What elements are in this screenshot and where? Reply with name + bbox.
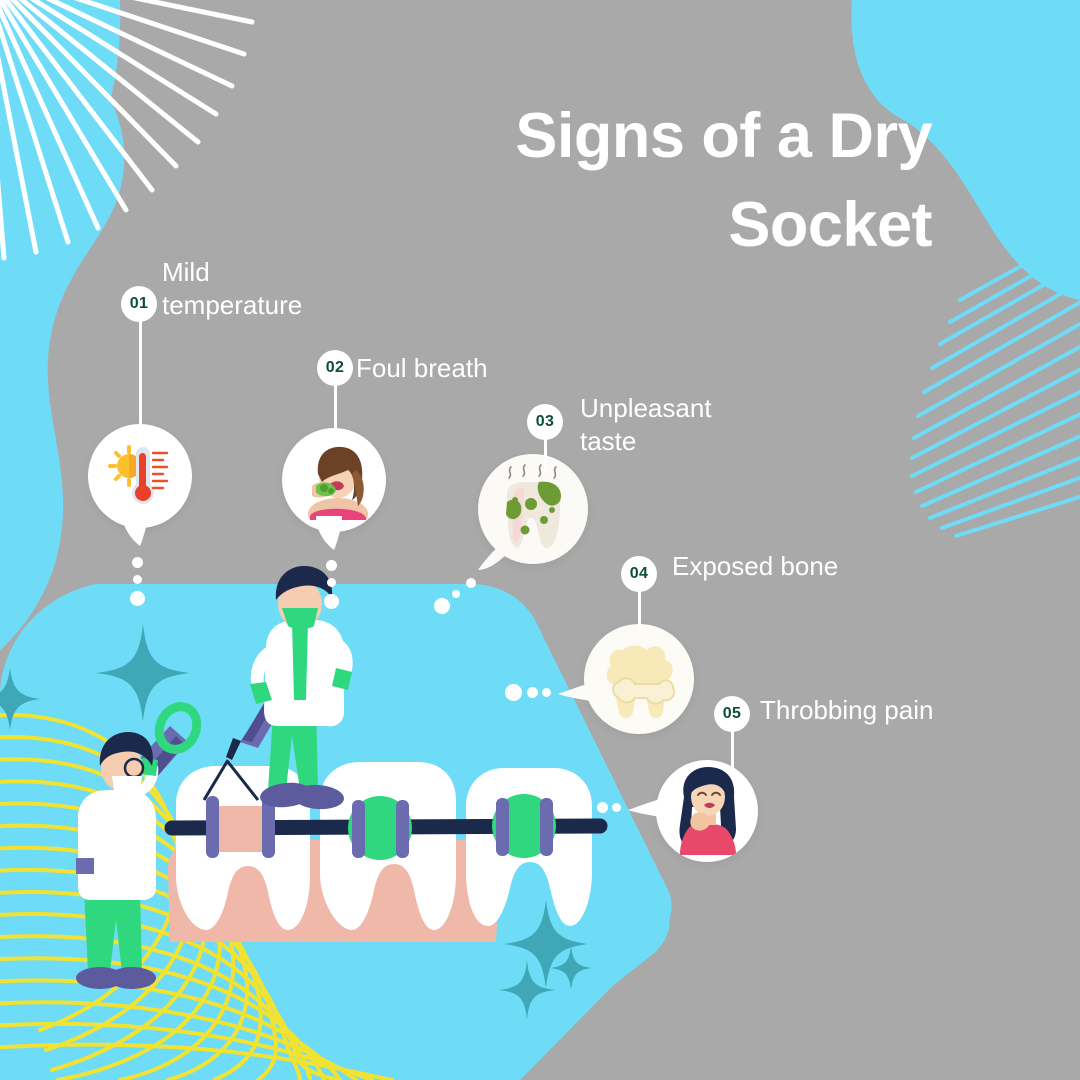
callout-tail-03 [478, 538, 512, 570]
callout-label-05: Throbbing pain [760, 695, 934, 725]
sparkle-icon-left [0, 668, 40, 730]
woman-hand-on-cheek [690, 812, 710, 831]
callout-label-04: Exposed bone [672, 551, 839, 581]
dentist-b-legs [84, 890, 142, 972]
dentist-b-hair [99, 732, 153, 766]
pliers-loop [154, 702, 202, 754]
sparkle-icon-medium [504, 900, 588, 988]
callout-dot-03-c [434, 598, 450, 614]
dentist-mask [282, 608, 318, 629]
callout-dot-04-c [505, 684, 522, 701]
callout-stem-02 [334, 382, 337, 434]
page-title: Signs of a Dry Socket [312, 92, 932, 271]
bracket-3 [492, 794, 556, 858]
burst-top-left-icon [0, 0, 255, 261]
decayed-tooth-icon [506, 464, 561, 548]
arm-right [332, 638, 353, 676]
bad-breath-woman-icon [308, 446, 368, 520]
cyan-blob-top-left-body [0, 40, 125, 651]
bone-icon [606, 645, 676, 718]
woman-eyes [697, 791, 721, 796]
glove-left [250, 682, 272, 704]
callout-badge-03: 03 [527, 404, 563, 440]
callout-bubble-04[interactable] [584, 624, 694, 734]
callout-tail-04 [558, 682, 596, 702]
callout-tail-01 [122, 512, 148, 546]
callout-dot-05-a [612, 803, 621, 812]
dentist-b-mask [112, 776, 142, 795]
callout-stem-01 [139, 305, 142, 430]
callout-label-01: Mild temperature [162, 257, 303, 321]
callout-stem-03 [544, 420, 547, 472]
callout-dot-02-c [324, 594, 339, 609]
callout-dot-05-b [597, 802, 608, 813]
dentist-b-glove [140, 758, 158, 776]
callout-bubble-01[interactable] [88, 424, 192, 528]
glove-right [332, 668, 352, 690]
callout-badge-01: 01 [121, 286, 157, 322]
drill-probe [202, 759, 230, 801]
callout-dot-03-a [466, 578, 476, 588]
thermometer-ticks [151, 451, 169, 490]
callout-badge-04: 04 [621, 556, 657, 592]
dentist-b-shoe-right [108, 967, 156, 989]
dentist-b-coat [78, 790, 156, 900]
callout-tail-05 [628, 798, 666, 818]
woman-face [691, 778, 725, 816]
shoe-right [292, 784, 344, 810]
odor-lines [508, 464, 557, 479]
sparkle-group [0, 624, 592, 1020]
decay-spots [506, 481, 561, 535]
callout-stem-05 [731, 730, 734, 772]
callout-dot-02-a [326, 560, 337, 571]
woman-hair [317, 446, 363, 500]
callout-dot-01-c [130, 591, 145, 606]
callout-label-03: Unpleasant taste [580, 393, 712, 457]
woman-arm [680, 829, 702, 855]
callout-label-02: Foul breath [356, 353, 488, 383]
toothache-woman-icon [679, 767, 736, 855]
dentist-hair [275, 566, 333, 600]
bracket-1 [206, 796, 275, 858]
sun-thermometer-icon [108, 445, 169, 504]
callout-tail-02 [316, 516, 342, 550]
callout-dot-03-b [452, 590, 460, 598]
callout-bubble-02[interactable] [282, 428, 386, 532]
arm-left [250, 646, 278, 688]
thermometer-shape [132, 447, 154, 504]
page-title-line2: Socket [728, 190, 932, 261]
sparkle-icon-tiny [550, 946, 592, 990]
sparkle-icon-large [96, 624, 190, 722]
callout-badge-05: 05 [714, 696, 750, 732]
woman-mouth [704, 802, 715, 808]
woman-hair-back [352, 470, 364, 506]
sparkle-icon-small [498, 960, 556, 1020]
callout-dot-04-a [542, 688, 551, 697]
callout-badge-02: 02 [317, 350, 353, 386]
dentist-with-pliers [76, 702, 202, 989]
dentist-standing [202, 566, 353, 810]
callout-dot-01-b [133, 575, 142, 584]
burst-top-right-icon [910, 231, 1080, 538]
woman-arm-2 [722, 831, 736, 855]
callout-dot-05-c [575, 798, 592, 815]
callout-dot-02-b [327, 578, 336, 587]
callout-bubble-03[interactable] [478, 454, 588, 564]
page-title-line1: Signs of a Dry [515, 101, 932, 171]
bone-fragment [612, 677, 676, 705]
woman-hair-front [689, 771, 727, 795]
drill-tip [226, 738, 241, 760]
callout-bubble-05[interactable] [656, 760, 758, 862]
callout-stem-04 [638, 588, 641, 632]
cyan-blob-top-right [851, 0, 1080, 300]
callout-dot-04-b [527, 687, 538, 698]
callout-dot-01-a [132, 557, 143, 568]
bracket-2 [348, 796, 412, 860]
